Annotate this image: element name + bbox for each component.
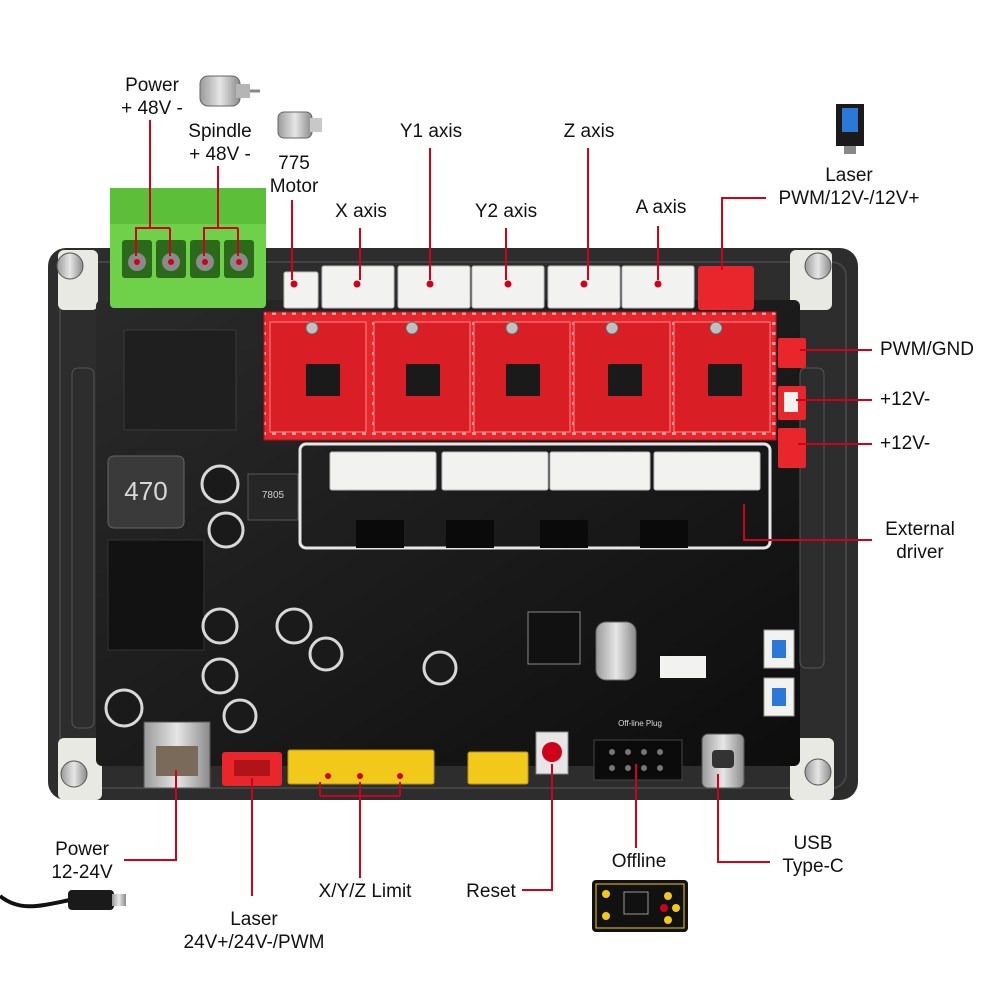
label-z-axis: Z axis — [563, 121, 615, 142]
inductor-print: 470 — [124, 476, 167, 506]
label-external-driver-line2: driver — [896, 542, 944, 563]
label-usb-typec-line2: Type-C — [782, 856, 844, 877]
external-driver-highlight — [298, 442, 772, 550]
standoff-bottom-left — [58, 738, 102, 800]
standoff-bottom-right — [790, 738, 834, 800]
label-external-driver: External driver — [872, 518, 968, 564]
label-laser-pwm-line2: PWM/12V-/12V+ — [778, 188, 920, 209]
regulator-print: 7805 — [262, 490, 285, 501]
label-laser-24v: Laser 24V+/24V-/PWM — [164, 908, 344, 954]
offline-plug-print: Off-line Plug — [618, 719, 662, 728]
laser-module-icon — [836, 104, 864, 154]
label-power-48v: Power + 48V - — [104, 74, 200, 120]
label-laser-24v-line2: 24V+/24V-/PWM — [183, 932, 325, 953]
label-x-axis: X axis — [335, 201, 387, 222]
label-y1-axis: Y1 axis — [399, 121, 463, 142]
label-external-driver-line1: External — [885, 519, 955, 540]
label-power-12-24v-line1: Power — [55, 839, 109, 860]
label-power-12-24v: Power 12-24V — [34, 838, 130, 884]
label-laser-pwm-line1: Laser — [825, 165, 873, 186]
label-spindle-line1: Spindle — [188, 121, 252, 142]
label-offline: Offline — [611, 851, 667, 872]
capacitors — [104, 464, 458, 734]
pointer-lines — [124, 120, 872, 896]
label-usb-typec: USB Type-C — [770, 832, 856, 878]
label-usb-typec-line1: USB — [793, 833, 833, 854]
offline-controller-icon — [592, 880, 688, 932]
limit-headers — [287, 749, 529, 785]
label-power-12-24v-line2: 12-24V — [51, 862, 113, 883]
label-reset: Reset — [466, 881, 516, 902]
standoff-top-left — [56, 250, 98, 310]
label-775-motor-line1: 775 — [278, 153, 310, 174]
offline-header — [593, 739, 683, 781]
axis-connectors — [283, 265, 695, 309]
mcu-chip — [527, 611, 581, 665]
label-power-48v-line2: + 48V - — [121, 98, 183, 119]
label-power-48v-line1: Power — [125, 75, 179, 96]
green-terminal-block — [110, 188, 266, 308]
crystal — [595, 621, 637, 681]
stepper-drivers — [263, 311, 777, 441]
label-a-axis: A axis — [635, 197, 687, 218]
label-y2-axis: Y2 axis — [474, 201, 538, 222]
voltage-regulator — [247, 473, 299, 521]
dc-cable-icon — [0, 890, 126, 910]
standoff-top-right — [790, 250, 832, 310]
external-driver-connectors — [329, 451, 761, 491]
label-laser-24v-line1: Laser — [230, 909, 278, 930]
label-pwm-gnd: PWM/GND — [880, 339, 974, 360]
label-775-motor-line2: Motor — [269, 176, 319, 197]
label-12v-b: +12V- — [880, 433, 931, 454]
dc-motor-icon — [199, 75, 260, 107]
label-spindle: Spindle + 48V - — [172, 120, 268, 166]
laser-pwm-connector — [698, 266, 754, 310]
label-laser-pwm: Laser PWM/12V-/12V+ — [764, 164, 934, 210]
label-xyz-limit: X/Y/Z Limit — [318, 881, 412, 902]
label-775-motor: 775 Motor — [252, 152, 336, 198]
label-spindle-line2: + 48V - — [189, 144, 251, 165]
inductor — [107, 455, 185, 529]
spindle-motor-icon — [277, 111, 322, 139]
label-12v-a: +12V- — [880, 389, 931, 410]
